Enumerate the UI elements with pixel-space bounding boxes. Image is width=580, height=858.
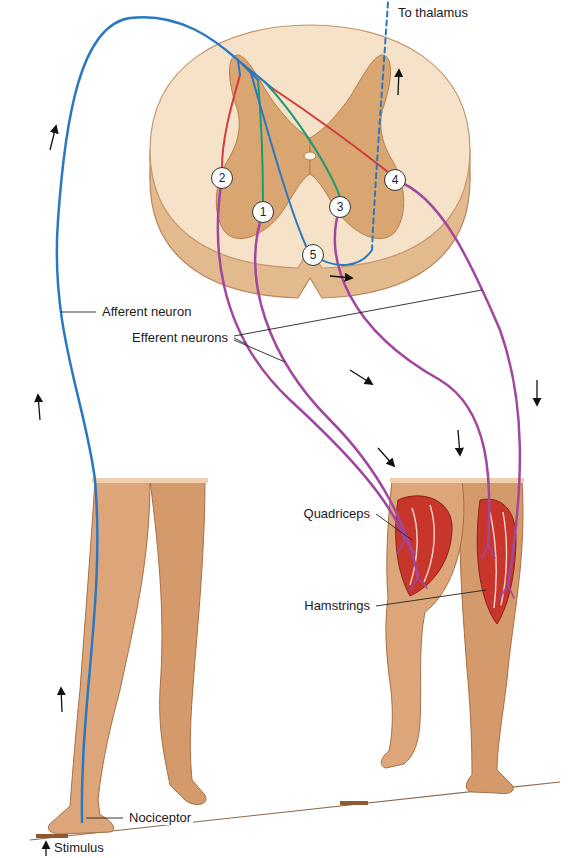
callout-number: 4	[384, 169, 406, 191]
afferent-fiber	[57, 17, 238, 822]
direction-arrow	[50, 126, 56, 150]
ascending-branch	[250, 70, 306, 246]
muscle-label: Hamstrings	[302, 598, 372, 613]
afferent-neuron	[57, 2, 388, 822]
callout-text: 5	[310, 248, 317, 262]
direction-arrow	[458, 430, 460, 455]
direction-arrow	[350, 370, 372, 384]
callout-text: 1	[260, 205, 267, 219]
muscle-label: Quadriceps	[302, 506, 372, 521]
gray-matter	[310, 55, 404, 239]
direction-arrow	[536, 380, 537, 405]
neuron-label: Afferent neuron	[100, 304, 193, 319]
afferent-branch	[238, 60, 272, 88]
direction-arrow	[378, 448, 394, 466]
leader-line	[376, 590, 486, 606]
central-canal	[304, 152, 316, 160]
lifted-leg	[381, 480, 464, 768]
interneuron	[265, 82, 340, 197]
receptor-label: Nociceptor	[127, 810, 193, 825]
leader-lines	[61, 290, 486, 818]
thalamus-pathway	[372, 2, 388, 250]
leader-line	[86, 818, 123, 819]
leader-line	[234, 340, 285, 362]
direction-arrow	[61, 688, 62, 712]
direction-arrow	[38, 395, 40, 420]
stimulated-leg	[48, 480, 150, 834]
neuron-label: Efferent neurons	[130, 330, 230, 345]
motor-end-plates	[398, 540, 514, 598]
efferent-neuron	[395, 180, 520, 585]
pathway-label: To thalamus	[396, 5, 470, 20]
callout-text: 3	[337, 200, 344, 214]
interneuron	[272, 88, 388, 172]
callout-number: 2	[211, 167, 233, 189]
efferent-neurons	[218, 178, 520, 598]
leader-line	[234, 290, 482, 336]
leader-line	[61, 312, 96, 313]
efferent-neuron	[218, 178, 405, 540]
direction-arrow	[330, 276, 352, 278]
gray-matter	[216, 55, 310, 239]
stimulus-tack	[36, 834, 68, 838]
callout-number: 3	[329, 196, 351, 218]
stimulus-tack	[340, 801, 368, 805]
muscle-highlight	[410, 505, 507, 608]
waist-cut	[92, 478, 208, 483]
stimulus-label: Stimulus	[52, 840, 106, 855]
spinal-cord	[150, 25, 470, 298]
leader-line	[376, 514, 412, 540]
callout-text: 4	[392, 173, 399, 187]
callout-number: 5	[302, 244, 324, 266]
callout-text: 2	[219, 171, 226, 185]
direction-arrows	[38, 70, 537, 712]
white-matter	[150, 25, 470, 268]
interneuron	[222, 75, 240, 168]
callout-number: 1	[252, 201, 274, 223]
stimulus-arrow	[45, 842, 46, 856]
rear-leg	[150, 480, 206, 805]
efferent-neuron	[255, 212, 418, 578]
waist-cut	[390, 478, 524, 483]
direction-arrow	[398, 70, 399, 95]
standing-leg	[460, 480, 523, 794]
